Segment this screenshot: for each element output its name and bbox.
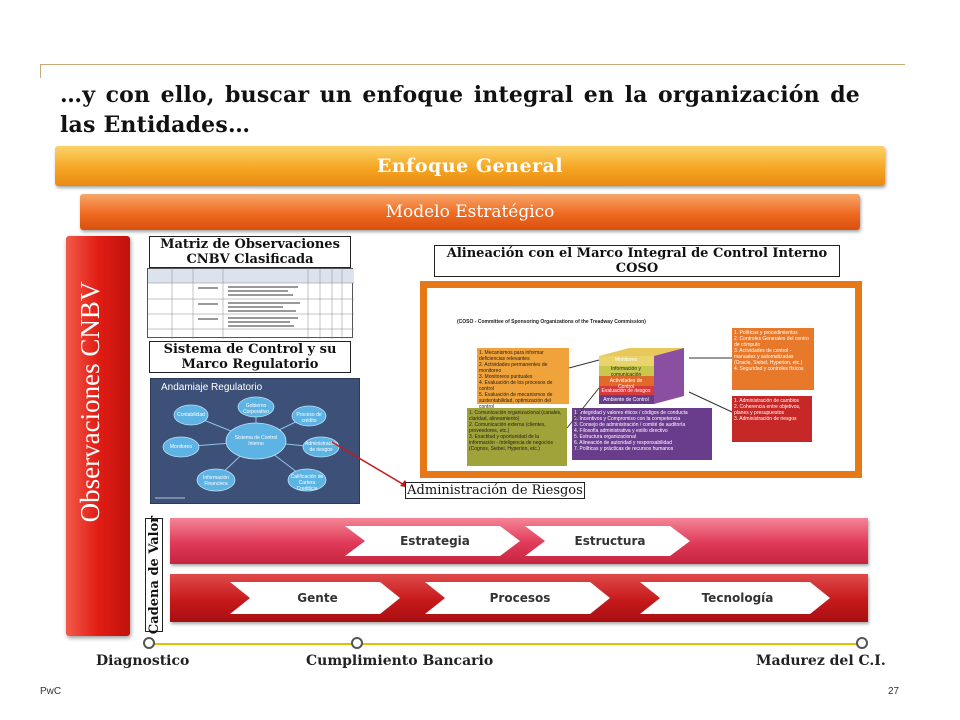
andamiaje-title: Andamiaje Regulatorio <box>161 382 263 393</box>
observaciones-label: Observaciones CNBV <box>74 281 105 523</box>
alineacion-coso-label: Alineación con el Marco Integral de Cont… <box>434 245 840 277</box>
chevron-procesos: Procesos <box>489 591 551 605</box>
coso-header: (COSO - Committee of Sponsoring Organiza… <box>457 319 646 325</box>
coso-frame: (COSO - Committee of Sponsoring Organiza… <box>420 281 862 478</box>
coso-box-ambiente: 1. Integridad y valores éticos / códigos… <box>572 408 712 460</box>
reg-node: Gobierno Corporativo <box>243 403 269 415</box>
timeline-dot <box>351 637 363 649</box>
timeline-dot <box>143 637 155 649</box>
chevron-tecnologia: Tecnología <box>701 591 774 605</box>
cadena-valor-label: Cadena de Valor <box>146 515 162 635</box>
chevron-estructura: Estructura <box>574 534 646 548</box>
reg-node: Monitoreo <box>169 444 193 450</box>
coso-box-informacion: 1. Comunicación organizacional (canales,… <box>467 408 567 466</box>
timeline-dot <box>856 637 868 649</box>
coso-diagram: (COSO - Committee of Sponsoring Organiza… <box>427 288 855 471</box>
reg-center: Sistema de Control Interno <box>234 435 278 447</box>
timeline-madurez: Madurez del C.I. <box>756 653 886 669</box>
reg-node: Calificación de Cartera Crediticia <box>290 474 324 492</box>
top-rule <box>40 64 905 65</box>
enfoque-general-bar: Enfoque General <box>55 146 885 186</box>
andamiaje-regulatorio: Andamiaje Regulatorio Sistema de Control… <box>150 378 360 504</box>
chevron-gente: Gente <box>297 591 338 605</box>
footer-brand: PwC <box>40 686 62 697</box>
reg-node: Proceso de crédito <box>296 412 322 424</box>
timeline-diagnostico: Diagnostico <box>96 653 190 669</box>
reg-node: Administración de riesgos <box>305 441 338 453</box>
coso-cube: Monitoreo Información y comunicación Act… <box>589 348 689 408</box>
reg-node: Contabilidad <box>177 412 205 418</box>
band-gente: Gente Procesos Tecnología <box>170 574 868 622</box>
matriz-thumbnail <box>147 268 354 339</box>
admin-riesgos-label: Administración de Riesgos <box>405 482 585 499</box>
reg-node: Información Financiera <box>202 475 230 487</box>
coso-connectors <box>566 357 733 429</box>
timeline-cumplimiento: Cumplimiento Bancario <box>306 653 494 669</box>
matriz-label: Matriz de Observaciones CNBV Clasificada <box>149 236 351 268</box>
page-number: 27 <box>888 686 900 697</box>
modelo-estrategico-bar: Modelo Estratégico <box>80 194 860 230</box>
chevron-estrategia: Estrategia <box>400 534 470 548</box>
cadena-valor-box <box>145 518 163 632</box>
observaciones-bar <box>66 236 130 636</box>
coso-box-monitoreo: 1. Mecanismos para informar deficiencias… <box>477 348 569 410</box>
top-rule-tick <box>40 64 41 78</box>
band-estrategia: Estrategia Estructura <box>170 518 868 564</box>
sistema-control-label: Sistema de Control y su Marco Regulatori… <box>149 341 351 373</box>
slide-title: …y con ello, buscar un enfoque integral … <box>60 82 860 138</box>
timeline-line <box>148 643 864 645</box>
